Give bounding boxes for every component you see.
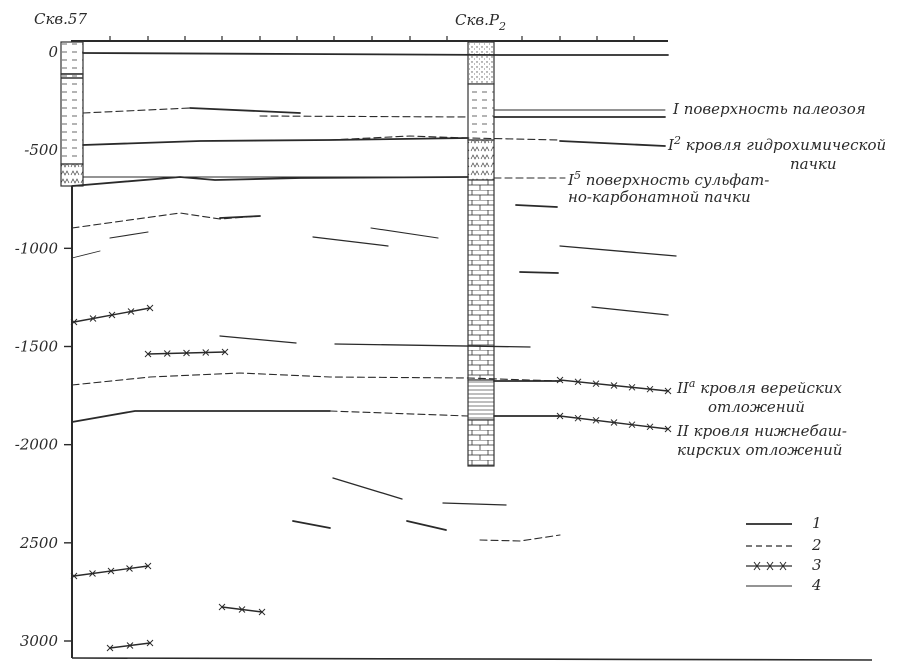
cross-mark xyxy=(258,608,266,616)
cross-mark xyxy=(592,416,600,424)
cross-mark xyxy=(126,565,133,572)
svg-text:1: 1 xyxy=(812,514,822,532)
horizon-II-dashed xyxy=(329,410,469,417)
horizon-I-dashed-mid xyxy=(259,115,469,118)
depth-tick-label: -2000 xyxy=(15,436,59,454)
horizon-I2-dashed xyxy=(329,135,561,141)
cross-mark xyxy=(646,385,654,393)
horizon-I-dashed-left xyxy=(82,107,191,114)
cross-mark xyxy=(238,606,246,613)
horizon-I5-solid xyxy=(71,176,469,187)
depth-tick-label: 3000 xyxy=(20,632,59,650)
well-p2-column xyxy=(467,41,495,467)
cross-mark xyxy=(106,644,114,652)
horizon-II-label-line2: кирских отложений xyxy=(677,441,842,459)
cross-mark xyxy=(144,562,152,570)
depth-tick-label: -1500 xyxy=(15,338,59,356)
cross-mark xyxy=(664,387,672,395)
horizon-I-label: I поверхность палеозоя xyxy=(672,100,866,118)
svg-text:4: 4 xyxy=(811,576,822,594)
cross-mark xyxy=(592,380,600,388)
cross-mark xyxy=(574,378,582,386)
cross-mark xyxy=(202,349,210,356)
horizon-I5-label-line2: но-карбонатной пачки xyxy=(568,188,751,206)
cross-mark xyxy=(183,349,190,357)
cross-mark xyxy=(70,318,78,326)
legend-item-2: 2 xyxy=(746,536,822,554)
well-57-label: Скв.57 xyxy=(34,10,87,28)
horizon-I2-solid-right xyxy=(559,140,666,147)
depth-tick-label: -500 xyxy=(24,141,58,159)
cross-mark xyxy=(127,308,135,315)
cross-mark xyxy=(146,304,154,312)
cross-mark xyxy=(221,348,229,356)
bottom-line xyxy=(71,657,873,661)
svg-text:2: 2 xyxy=(811,536,822,554)
reflectors xyxy=(71,52,677,542)
legend-item-3: 3 xyxy=(746,556,822,574)
horizon-I2-label-line2: пачки xyxy=(790,155,837,173)
cross-mark xyxy=(610,382,618,389)
depth-tick-label: -1000 xyxy=(15,239,59,257)
cross-mark xyxy=(628,421,636,429)
cross-mark xyxy=(610,419,618,426)
cross-mark xyxy=(144,350,152,358)
horizon-IIa-label-line2: отложений xyxy=(708,398,805,416)
crossed-reflectors xyxy=(70,304,672,652)
cross-mark xyxy=(646,423,654,431)
well-p2-label: Скв.Р2 xyxy=(455,11,506,33)
reflector-surface xyxy=(82,52,669,56)
cross-mark xyxy=(89,570,96,577)
well-57-column xyxy=(60,41,84,187)
cross-mark xyxy=(556,376,564,384)
cross-mark xyxy=(556,412,564,420)
cross-mark xyxy=(163,350,171,357)
horizon-IIa-dashed xyxy=(71,372,561,386)
horizon-I2-label: I2 кровля гидрохимической xyxy=(667,134,886,154)
horizon-I2-solid xyxy=(82,137,469,146)
cross-mark xyxy=(218,603,226,611)
depth-tick-label: 2500 xyxy=(19,534,59,552)
depth-tick-label: 0 xyxy=(48,43,58,61)
horizon-annotations: I поверхность палеозоя I2 кровля гидрохи… xyxy=(567,100,886,459)
horizon-II-solid xyxy=(71,410,331,423)
horizon-II-label: II кровля нижнебаш- xyxy=(676,422,847,440)
cross-mark xyxy=(628,383,636,391)
depth-axis-ticks: 0 -500 -1000 -1500 -2000 2500 3000 xyxy=(15,43,72,650)
legend-item-1: 1 xyxy=(746,514,822,532)
legend-item-4: 4 xyxy=(746,576,822,594)
cross-mark xyxy=(108,311,116,319)
horizon-I-solid xyxy=(189,107,301,114)
cross-mark xyxy=(89,315,97,322)
cross-mark xyxy=(574,414,582,422)
cross-mark xyxy=(126,642,134,649)
cross-mark xyxy=(664,425,672,433)
svg-text:3: 3 xyxy=(812,556,822,574)
horizon-IIa-label: IIa кровля верейских xyxy=(676,377,843,397)
cross-mark xyxy=(146,639,154,647)
cross-mark xyxy=(107,567,115,575)
legend: 1 2 3 4 xyxy=(746,514,822,594)
cross-mark xyxy=(70,572,78,580)
horizon-I5-label: I5 поверхность сульфат- xyxy=(567,169,769,189)
